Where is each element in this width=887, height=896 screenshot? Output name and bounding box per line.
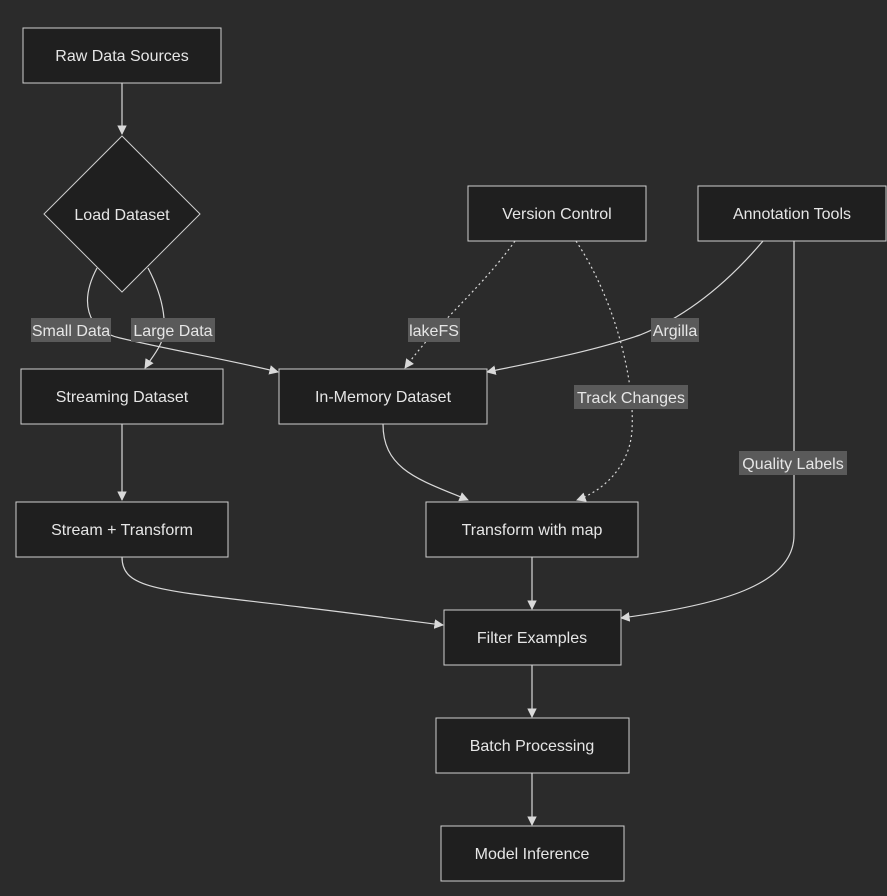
node-load-dataset-label: Load Dataset	[74, 207, 170, 224]
node-stream-transform[interactable]: Stream + Transform	[15, 501, 229, 558]
node-version-control-label: Version Control	[502, 206, 611, 223]
edge-label-large-data: Large Data	[131, 318, 215, 342]
node-load-dataset[interactable]: Load Dataset	[43, 135, 201, 293]
edge-label-lakefs: lakeFS	[408, 318, 460, 342]
edge-label-track-changes: Track Changes	[574, 385, 688, 409]
edge-label-argilla: Argilla	[651, 318, 699, 342]
edge-label-small-data: Small Data	[31, 318, 111, 342]
node-filter-examples[interactable]: Filter Examples	[443, 609, 622, 666]
node-annotation-tools-label: Annotation Tools	[733, 206, 851, 223]
node-in-memory-dataset-label: In-Memory Dataset	[315, 389, 452, 406]
node-filter-examples-label: Filter Examples	[477, 630, 587, 647]
edge-annotation-to-filter	[620, 241, 795, 622]
edge-annotation-to-inmemory	[486, 240, 764, 375]
edge-stream-transform-to-filter	[121, 556, 444, 629]
node-in-memory-dataset[interactable]: In-Memory Dataset	[278, 368, 488, 425]
node-streaming-dataset[interactable]: Streaming Dataset	[20, 368, 224, 425]
node-streaming-dataset-label: Streaming Dataset	[56, 389, 189, 406]
edge-load-to-streaming	[144, 267, 165, 369]
edge-label-quality-labels-text: Quality Labels	[742, 456, 843, 473]
node-raw-data-sources[interactable]: Raw Data Sources	[22, 27, 222, 84]
edge-label-track-changes-text: Track Changes	[577, 390, 685, 407]
node-stream-transform-label: Stream + Transform	[51, 522, 193, 539]
node-annotation-tools[interactable]: Annotation Tools	[697, 185, 887, 242]
node-batch-processing[interactable]: Batch Processing	[435, 717, 630, 774]
edge-load-to-inmemory	[86, 267, 279, 375]
node-model-inference[interactable]: Model Inference	[440, 825, 625, 882]
node-model-inference-label: Model Inference	[475, 846, 590, 863]
edge-label-argilla-text: Argilla	[653, 323, 698, 340]
edge-inmemory-to-transform	[382, 423, 469, 502]
edge-label-large-data-text: Large Data	[133, 323, 212, 340]
edge-version-to-inmemory	[404, 240, 516, 369]
node-batch-processing-label: Batch Processing	[470, 738, 595, 755]
edge-label-quality-labels: Quality Labels	[739, 451, 847, 475]
node-version-control[interactable]: Version Control	[467, 185, 647, 242]
edge-label-small-data-text: Small Data	[32, 323, 110, 340]
node-transform-with-map[interactable]: Transform with map	[425, 501, 639, 558]
edge-version-to-transform	[575, 240, 633, 502]
node-raw-data-sources-label: Raw Data Sources	[55, 48, 188, 65]
edge-label-lakefs-text: lakeFS	[409, 323, 459, 340]
node-transform-with-map-label: Transform with map	[462, 522, 603, 539]
